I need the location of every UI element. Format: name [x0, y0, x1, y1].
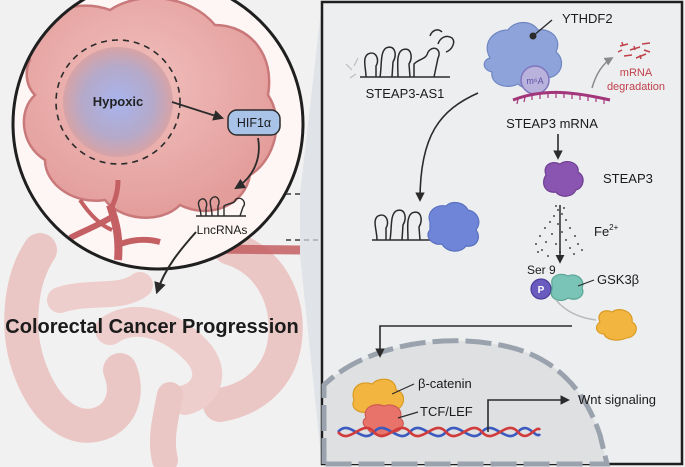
steap3-protein — [543, 160, 584, 197]
as1-ythdf2-complex — [372, 201, 480, 252]
fe-label: Fe2+ — [594, 223, 619, 239]
hif1a-label: HIF1α — [237, 116, 271, 130]
phospho-label: P — [538, 285, 545, 296]
steap3-mrna-strand — [512, 90, 611, 102]
ythdf2-label: YTHDF2 — [562, 11, 613, 26]
arrow-to-degradation — [591, 57, 614, 89]
arrow-as1-to-complex — [415, 92, 479, 202]
fe-element: Fe — [594, 224, 609, 239]
lncrna-icon — [196, 196, 246, 217]
mrna-degradation-label-1: mRNA — [620, 67, 653, 79]
steap3-label: STEAP3 — [603, 171, 653, 186]
steap3-as1-label: STEAP3-AS1 — [366, 86, 445, 101]
arrow-hypoxic-to-hif — [171, 101, 225, 121]
gsk-to-catenin-line — [555, 299, 597, 321]
steap3-as1-structure — [360, 29, 455, 78]
ser9-label: Ser 9 — [527, 263, 556, 277]
hif1a-box — [227, 109, 281, 136]
wnt-signaling-label: Wnt signaling — [578, 392, 656, 407]
hypoxic-boundary — [55, 39, 181, 165]
beta-catenin-label: β-catenin — [418, 376, 472, 391]
arrow-to-wnt — [487, 395, 570, 432]
fe-particles — [535, 205, 583, 257]
tcf-lef-label: TCF/LEF — [420, 404, 473, 419]
beta-catenin-cytoplasm — [595, 309, 637, 341]
gsk3b-protein — [550, 273, 584, 302]
m6a-label: m⁶A — [526, 76, 543, 86]
arrow-catenin-to-nucleus — [375, 325, 572, 358]
mrna-fragments-icon — [617, 41, 651, 60]
mrna-degradation-label-2: degradation — [607, 81, 665, 93]
mechanism-panel: STEAP3-AS1 YTHDF2 m⁶A STEAP3 mRNA mRNA d… — [300, 0, 684, 467]
arrow-hif-to-lncrna — [234, 137, 260, 190]
hypoxic-label: Hypoxic — [93, 94, 144, 109]
colorectal-cancer-progression-title: Colorectal Cancer Progression — [5, 316, 298, 338]
magnified-tumor-view: Hypoxic HIF1α LncRNAs — [11, 0, 305, 295]
arrow-lncrna-to-colon — [154, 231, 197, 295]
steap3-mrna-label: STEAP3 mRNA — [506, 116, 598, 131]
lncrnas-label: LncRNAs — [197, 223, 248, 237]
hypoxic-core — [63, 47, 173, 157]
colon-illustration — [4, 231, 303, 467]
gsk3b-label: GSK3β — [597, 272, 639, 287]
dna-helix — [337, 426, 542, 438]
magnifier-ring — [11, 0, 305, 271]
phospho-group — [530, 278, 552, 300]
fe-charge: 2+ — [609, 223, 618, 232]
